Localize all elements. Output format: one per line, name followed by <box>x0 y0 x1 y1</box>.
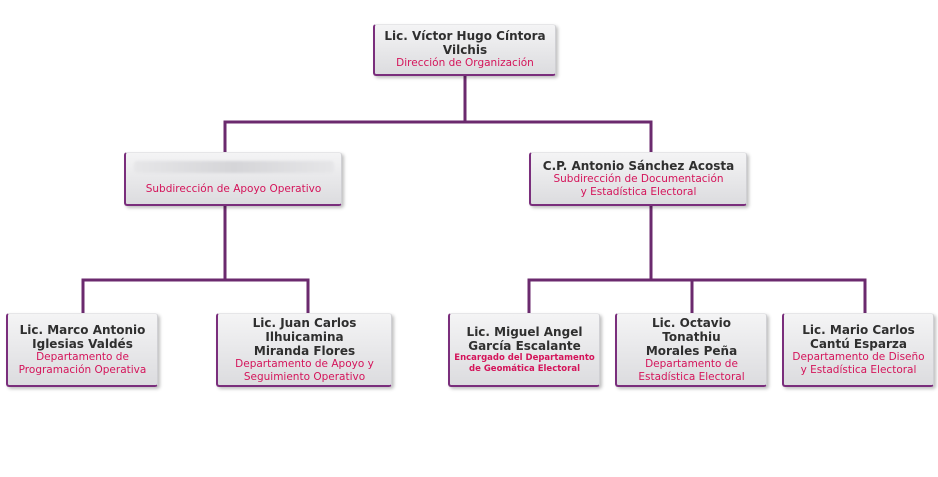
dept-3-role-line1: Encargado del Departamento <box>454 352 595 363</box>
connector-left-sub-to-depts <box>81 204 310 315</box>
dept-2-role-line1: Departamento de Apoyo y <box>235 357 374 370</box>
dept-2-name-line1: Lic. Juan Carlos Ilhuicamina <box>252 315 357 344</box>
dept-1-name-line2: Iglesias Valdés <box>32 336 133 351</box>
dept-1-role-line1: Departamento de <box>36 350 129 363</box>
dept-box-2: Lic. Juan Carlos Ilhuicamina Miranda Flo… <box>216 313 392 387</box>
dept-5-role-line1: Departamento de Diseño <box>792 350 925 363</box>
redacted-name <box>133 161 334 173</box>
dept-box-5: Lic. Mario Carlos Cantú Esparza Departam… <box>782 313 934 387</box>
dept-3-role-line2: de Geomática Electoral <box>469 363 580 374</box>
dept-box-4: Lic. Octavio Tonathiu Morales Peña Depar… <box>615 313 767 387</box>
connector-right-sub-to-depts <box>527 204 867 315</box>
dept-5-name-line1: Lic. Mario Carlos <box>802 322 915 337</box>
dept-3-name-line1: Lic. Miguel Angel <box>466 324 583 339</box>
dept-1-name-line1: Lic. Marco Antonio <box>19 322 146 337</box>
dept-4-name-line1: Lic. Octavio Tonathiu <box>652 315 731 344</box>
connector-top-to-subs <box>223 74 653 154</box>
subdirection-right-role-line2: y Estadística Electoral <box>580 185 697 198</box>
dept-5-name-line2: Cantú Esparza <box>810 336 907 351</box>
dept-4-role-line1: Departamento de <box>645 357 738 370</box>
dept-box-1: Lic. Marco Antonio Iglesias Valdés Depar… <box>6 313 158 387</box>
dept-2-role-line2: Seguimiento Operativo <box>243 370 366 383</box>
dept-3-name-line2: García Escalante <box>468 338 581 353</box>
dept-4-name-line2: Morales Peña <box>645 343 738 358</box>
subdirection-right-role-line1: Subdirección de Documentación <box>553 172 724 185</box>
subdirection-left-role: Subdirección de Apoyo Operativo <box>145 183 322 195</box>
dept-2-name-line2: Miranda Flores <box>253 343 356 358</box>
director-role: Dirección de Organización <box>396 57 534 69</box>
dept-1-role-line2: Programación Operativa <box>18 363 147 376</box>
director-box: Lic. Víctor Hugo Cíntora Vilchis Direcci… <box>373 24 556 76</box>
subdirection-right-name: C.P. Antonio Sánchez Acosta <box>542 158 735 173</box>
subdirection-right-box: C.P. Antonio Sánchez Acosta Subdirección… <box>529 152 747 206</box>
subdirection-left-box: Subdirección de Apoyo Operativo <box>124 152 342 206</box>
dept-5-role-line2: y Estadística Electoral <box>800 363 917 376</box>
director-name: Lic. Víctor Hugo Cíntora Vilchis <box>384 29 546 57</box>
dept-4-role-line2: Estadística Electoral <box>638 370 745 383</box>
dept-box-3: Lic. Miguel Angel García Escalante Encar… <box>448 313 600 387</box>
